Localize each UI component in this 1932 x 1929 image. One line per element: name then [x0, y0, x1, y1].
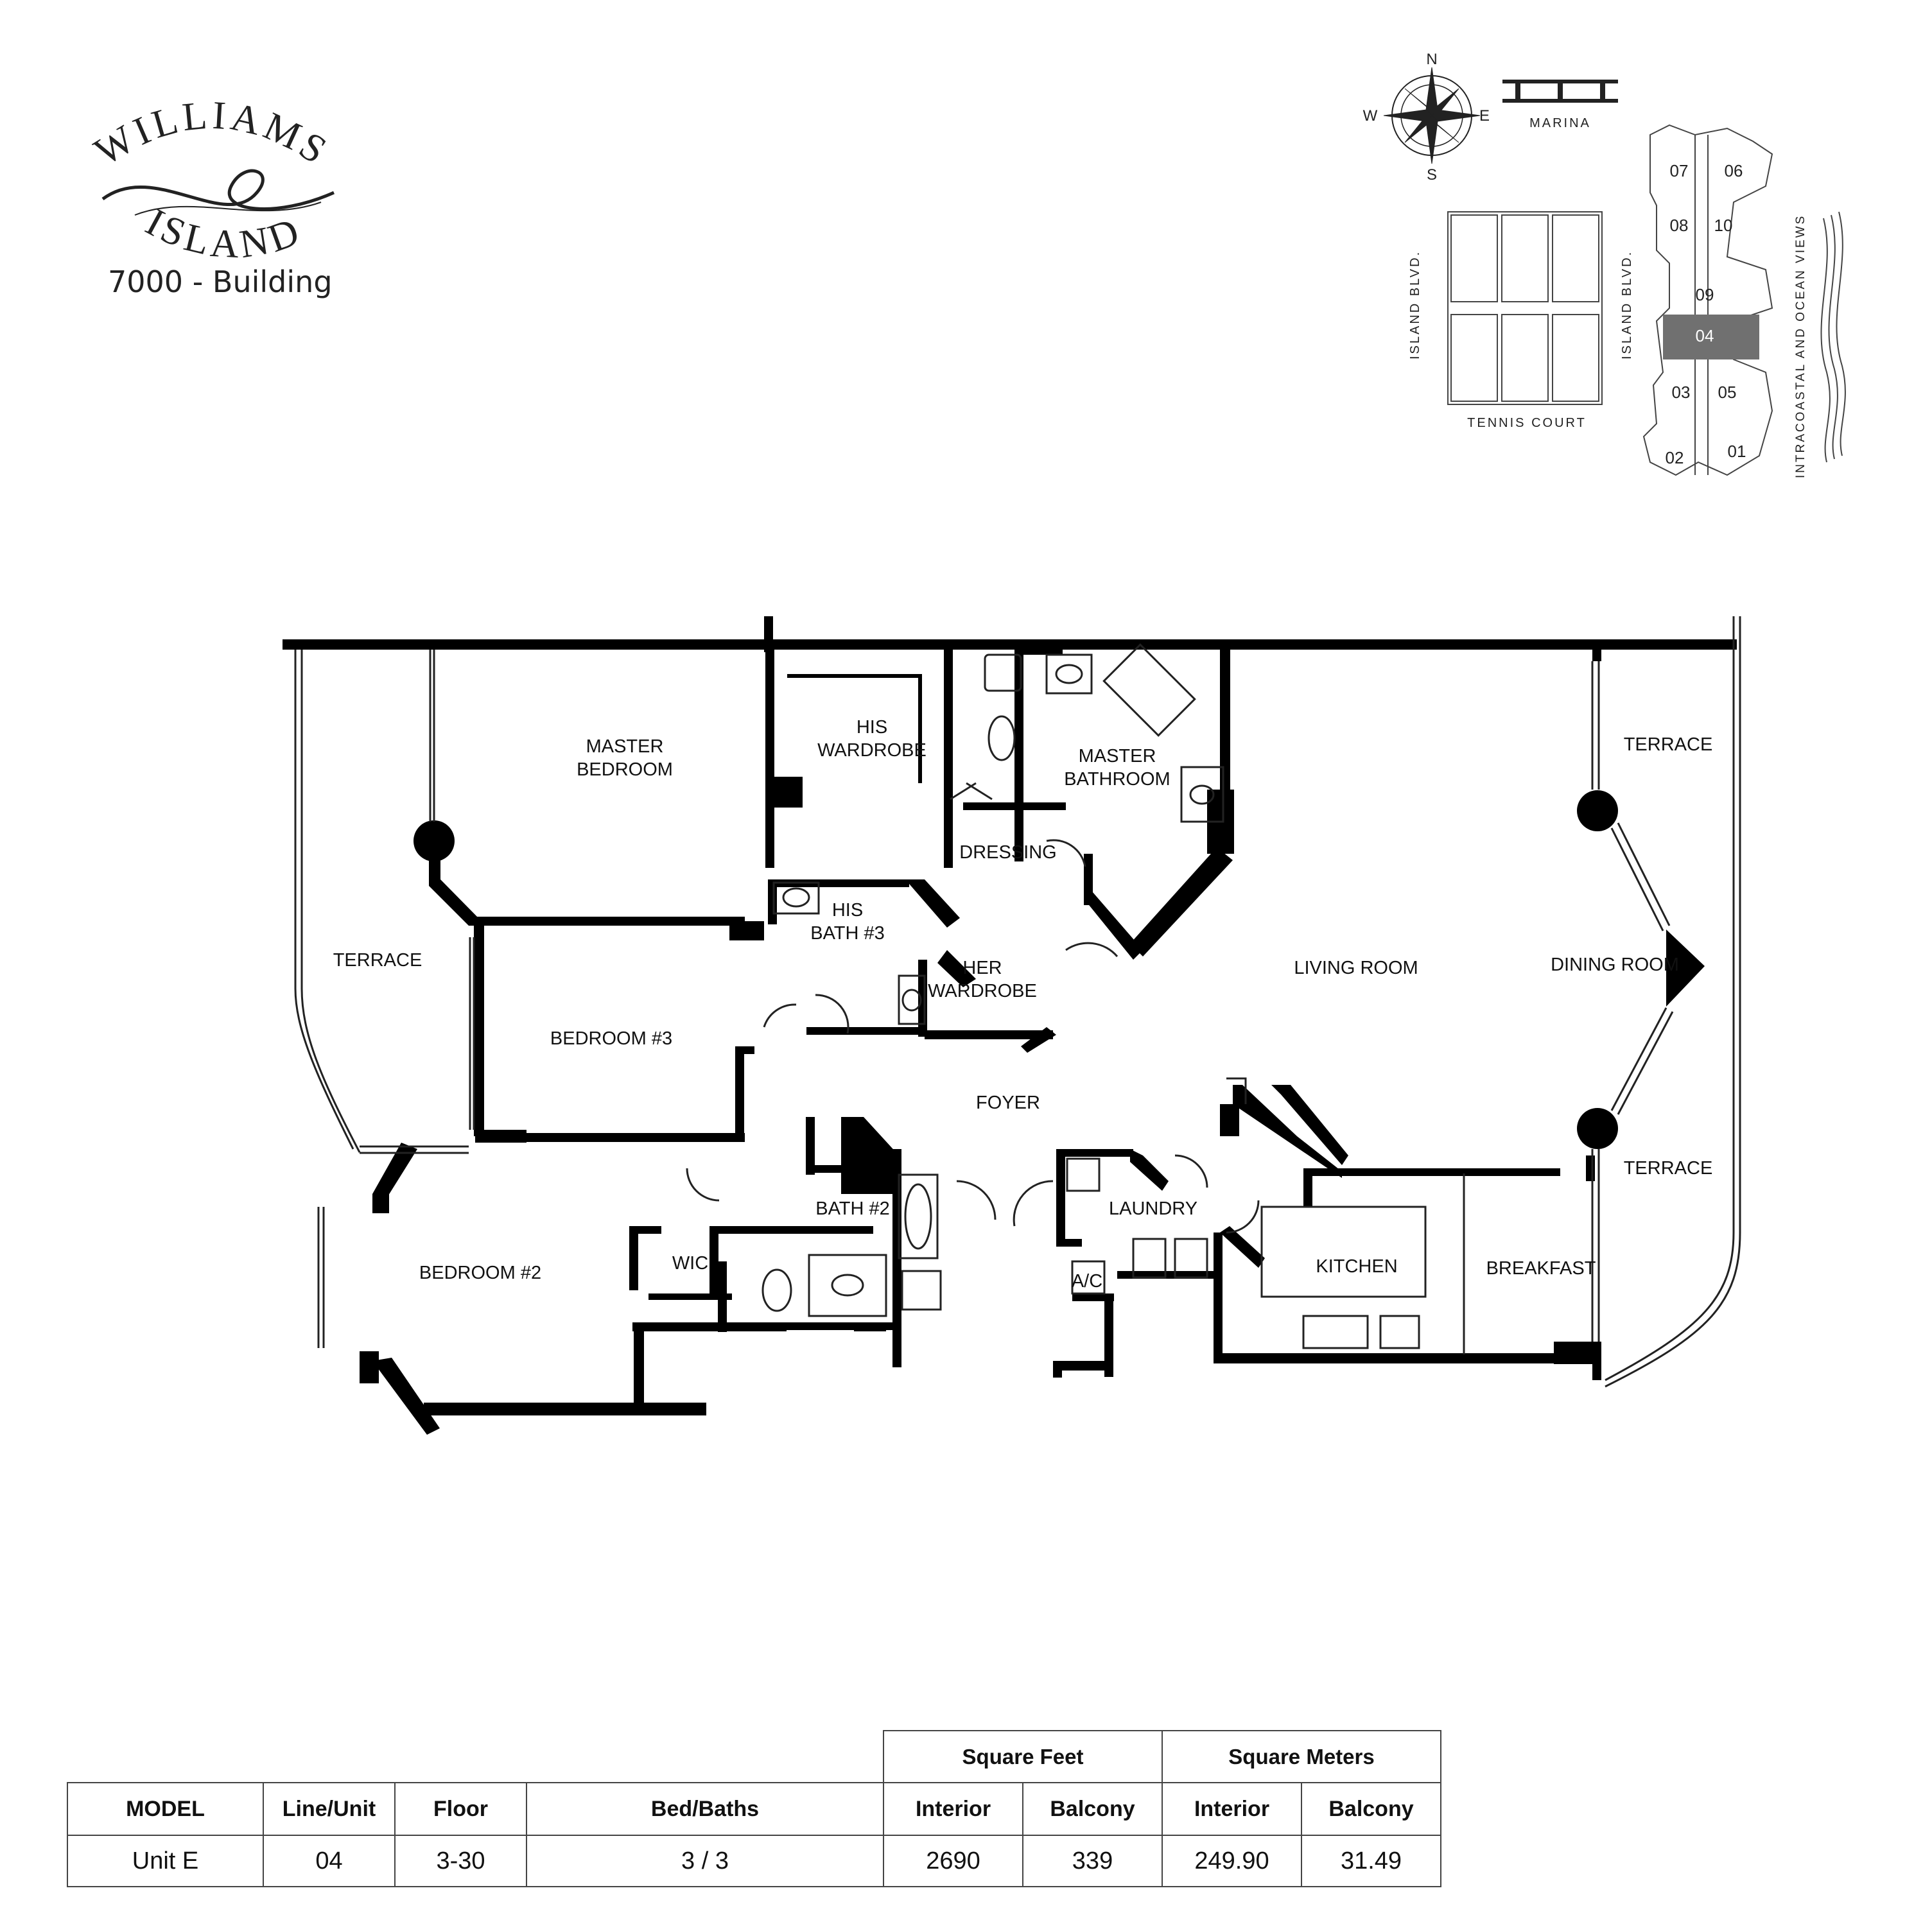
- unit-label-highlighted: 04: [1696, 326, 1714, 345]
- room-label-terrace-left: TERRACE: [333, 950, 422, 971]
- site-key-plan: N S W E MARINA TENNIS COURT ISLAND BLVD.…: [1363, 51, 1846, 478]
- column-header: Interior: [1162, 1782, 1302, 1836]
- unit-spec-table: Square Feet Square Meters MODEL Line/Uni…: [67, 1730, 1441, 1887]
- unit-label: 05: [1718, 383, 1737, 402]
- room-label-terrace-bottom: TERRACE: [1623, 1158, 1713, 1179]
- room-label-bedroom-3: BEDROOM #3: [550, 1028, 673, 1049]
- room-label-terrace-top: TERRACE: [1623, 734, 1713, 755]
- column-header: Interior: [883, 1782, 1023, 1836]
- room-label-living-room: LIVING ROOM: [1294, 958, 1418, 978]
- room-label-ac: A/C: [1071, 1271, 1103, 1292]
- table-cell: 3 / 3: [526, 1835, 884, 1887]
- table-cell: 31.49: [1301, 1835, 1441, 1887]
- compass-west-label: W: [1363, 107, 1378, 125]
- building-subtitle: 7000 - Building: [108, 264, 333, 299]
- compass-south-label: S: [1427, 166, 1437, 184]
- room-label-kitchen: KITCHEN: [1316, 1256, 1398, 1277]
- table-cell: 04: [263, 1835, 396, 1887]
- table-cell: 249.90: [1162, 1835, 1302, 1887]
- marina-label: MARINA: [1529, 116, 1591, 130]
- unit-label: 07: [1670, 161, 1689, 180]
- street-label-right: ISLAND BLVD.: [1620, 250, 1634, 359]
- street-label-left: ISLAND BLVD.: [1408, 250, 1422, 359]
- marina-docks-icon: [1502, 80, 1618, 103]
- compass-east-label: E: [1479, 107, 1490, 125]
- water-waves-icon: [1820, 211, 1846, 463]
- column-header: Line/Unit: [263, 1782, 396, 1836]
- tennis-court-label: TENNIS COURT: [1467, 416, 1587, 430]
- unit-label: 01: [1728, 442, 1746, 461]
- unit-label: 10: [1714, 216, 1733, 235]
- unit-label: 06: [1725, 161, 1743, 180]
- room-label-dining-room: DINING ROOM: [1551, 955, 1679, 975]
- room-label-bath-2: BATH #2: [815, 1198, 890, 1219]
- compass-rose-icon: [1383, 67, 1481, 164]
- williams-island-logo: WILLIAMS ISLAND: [87, 93, 337, 266]
- unit-label: 09: [1696, 285, 1714, 304]
- tennis-courts: [1447, 211, 1603, 405]
- room-label-breakfast: BREAKFAST: [1486, 1258, 1596, 1279]
- unit-label: 03: [1672, 383, 1691, 402]
- room-label-bedroom-2: BEDROOM #2: [419, 1263, 542, 1283]
- table-cell: Unit E: [67, 1835, 264, 1887]
- table-cell: 339: [1022, 1835, 1163, 1887]
- highlighted-unit-04: [1663, 315, 1759, 359]
- column-header: Balcony: [1301, 1782, 1441, 1836]
- column-header: Bed/Baths: [526, 1782, 884, 1836]
- column-header: Floor: [394, 1782, 527, 1836]
- room-label-wic: WIC: [672, 1253, 709, 1274]
- column-header: Balcony: [1022, 1782, 1163, 1836]
- room-label-foyer: FOYER: [976, 1093, 1040, 1113]
- svg-text:WILLIAMS: WILLIAMS: [87, 93, 337, 175]
- table-row: Unit E 04 3-30 3 / 3 2690 339 249.90 31.…: [67, 1835, 1441, 1887]
- building-outline: [1642, 124, 1773, 476]
- column-header: MODEL: [67, 1782, 264, 1836]
- logo-word-williams: WILLIAMS: [87, 93, 333, 175]
- floor-plan-walls: [283, 616, 1741, 1435]
- unit-label: 02: [1666, 448, 1684, 467]
- room-label-dressing: DRESSING: [959, 842, 1057, 863]
- table-cell: 3-30: [394, 1835, 527, 1887]
- unit-label: 08: [1670, 216, 1689, 235]
- views-label: INTRACOASTAL AND OCEAN VIEWS: [1794, 214, 1807, 478]
- group-header-square-feet: Square Feet: [883, 1730, 1163, 1783]
- group-header-square-meters: Square Meters: [1162, 1730, 1441, 1783]
- room-label-laundry: LAUNDRY: [1108, 1198, 1198, 1219]
- table-cell: 2690: [883, 1835, 1023, 1887]
- compass-north-label: N: [1426, 51, 1437, 68]
